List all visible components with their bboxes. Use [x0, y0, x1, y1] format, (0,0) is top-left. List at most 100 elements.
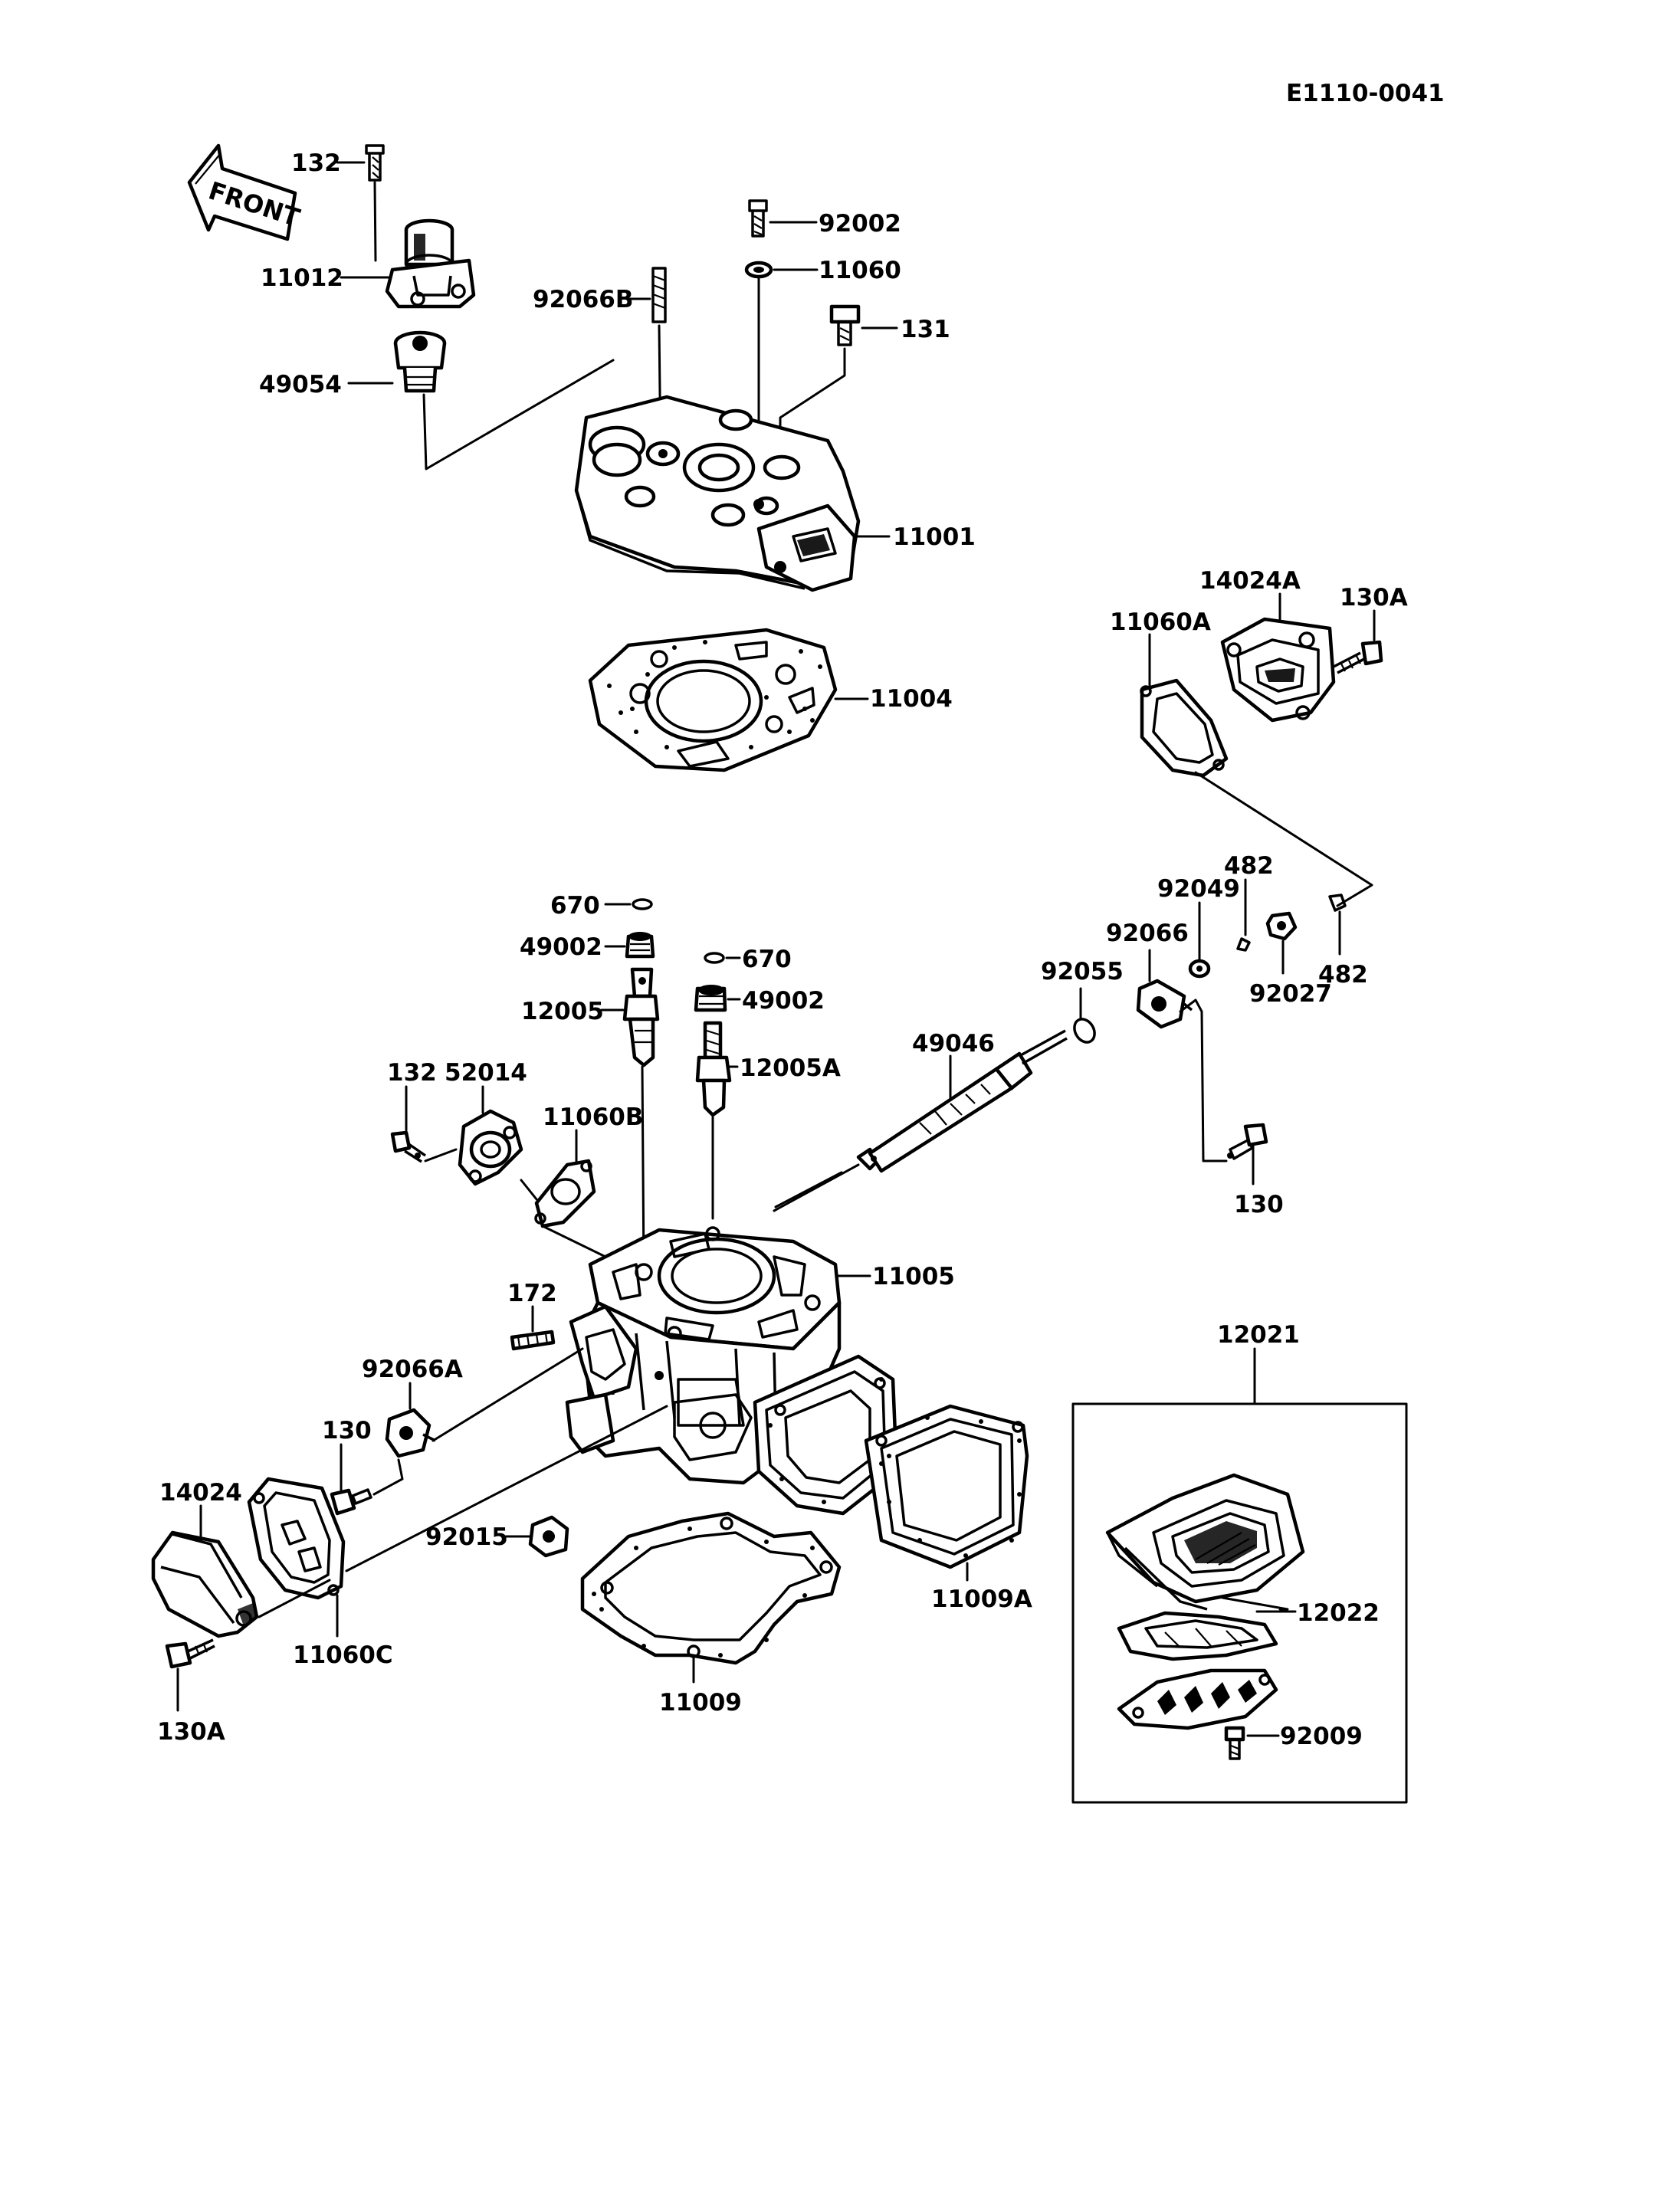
part-11001-cylinder-head — [574, 395, 861, 592]
bolt-130A-bottom — [165, 1638, 215, 1669]
label-12005A: 12005A — [740, 1054, 841, 1082]
bolt-132-mid — [390, 1130, 426, 1163]
label-11060C: 11060C — [293, 1641, 393, 1669]
part-12021-reed-block — [1105, 1473, 1305, 1611]
part-12022-reed-petals — [1117, 1611, 1278, 1661]
label-131: 131 — [901, 316, 950, 343]
part-92066A-fitting — [385, 1408, 436, 1458]
label-12022: 12022 — [1297, 1599, 1380, 1627]
leader-132-to-11012 — [373, 181, 377, 262]
pin-482-bottom — [1328, 894, 1347, 912]
leader-cylinder-rod — [774, 1171, 843, 1208]
label-670-right: 670 — [742, 946, 792, 973]
leader-11060C-to-cylinder — [345, 1405, 668, 1572]
leader-12022-a — [1221, 1596, 1289, 1611]
bolt-130-right — [1227, 1123, 1268, 1160]
label-12021: 12021 — [1217, 1321, 1300, 1349]
label-92066: 92066 — [1106, 920, 1189, 947]
leader-92066A-to-cylinder — [431, 1347, 584, 1442]
nut-92049 — [1188, 959, 1211, 979]
label-11012: 11012 — [261, 264, 343, 292]
label-14024A: 14024A — [1199, 567, 1301, 595]
stud-92066B — [651, 267, 667, 323]
label-92055: 92055 — [1041, 958, 1124, 985]
label-49002-right: 49002 — [742, 987, 825, 1015]
part-11009-base-gasket — [580, 1511, 842, 1665]
label-11060B: 11060B — [543, 1103, 643, 1131]
label-132-top: 132 — [291, 149, 341, 177]
valve-12005A — [695, 1021, 732, 1117]
label-92015: 92015 — [425, 1523, 508, 1551]
leader-52014-chain — [424, 1148, 607, 1258]
label-130-left: 130 — [322, 1417, 372, 1444]
label-92066B: 92066B — [533, 286, 633, 313]
bolt-132-top — [365, 144, 385, 182]
leader-49046-to-cylinder — [773, 1163, 860, 1212]
label-11009A: 11009A — [931, 1585, 1032, 1613]
part-11060B-gasket — [534, 1159, 596, 1228]
leader-92066-to-130 — [1179, 998, 1228, 1162]
part-49046-rod — [856, 1029, 1068, 1173]
leader-49054-to-head — [422, 359, 615, 471]
washer-11060 — [744, 261, 773, 279]
label-92066A: 92066A — [362, 1356, 463, 1383]
label-130-right: 130 — [1234, 1191, 1284, 1218]
bolt-92002 — [748, 199, 768, 238]
label-92009: 92009 — [1280, 1723, 1363, 1750]
label-670-left: 670 — [550, 892, 600, 920]
label-12005: 12005 — [521, 998, 604, 1025]
label-92049: 92049 — [1157, 875, 1240, 903]
leader-14024-chain — [258, 1579, 331, 1618]
leader-11060A-chain — [1194, 771, 1373, 907]
part-11004-head-gasket — [588, 628, 838, 772]
label-11004: 11004 — [870, 685, 953, 713]
label-11060A: 11060A — [1110, 608, 1211, 636]
oring-670-left — [632, 898, 653, 910]
oring-670-right — [704, 952, 725, 964]
label-92002: 92002 — [819, 210, 901, 238]
bolt-130-left — [330, 1488, 372, 1516]
part-49054-thermostat — [393, 330, 447, 393]
label-49054: 49054 — [259, 371, 342, 398]
cap-49002-right — [694, 985, 727, 1012]
part-11060A-gasket — [1140, 678, 1229, 778]
reed-valve-assembly-box — [1071, 1402, 1408, 1804]
front-arrow-icon: FRONT — [187, 143, 304, 241]
stud-172 — [510, 1330, 556, 1351]
label-11001: 11001 — [893, 523, 976, 551]
label-130A-bottom: 130A — [157, 1718, 225, 1746]
cap-49002-left — [625, 932, 655, 959]
label-132-mid: 132 — [387, 1059, 437, 1087]
part-14024-cover — [151, 1530, 259, 1638]
valve-12005 — [622, 967, 660, 1067]
nut-92027 — [1265, 911, 1298, 941]
label-52014: 52014 — [445, 1059, 527, 1087]
label-92027: 92027 — [1249, 980, 1332, 1008]
label-11009: 11009 — [659, 1689, 742, 1717]
label-49046: 49046 — [912, 1030, 995, 1058]
part-11012-water-outlet — [385, 218, 476, 309]
label-14024: 14024 — [159, 1479, 242, 1507]
oring-92055 — [1073, 1018, 1096, 1044]
leader-130-left-chain — [372, 1458, 404, 1496]
part-reed-stopper-plate — [1117, 1668, 1278, 1730]
pin-482-top — [1236, 937, 1251, 952]
part-52014-fitting — [458, 1109, 523, 1186]
label-172: 172 — [507, 1280, 557, 1307]
bolt-130A-top — [1333, 640, 1383, 674]
label-482-top: 482 — [1224, 852, 1274, 880]
label-11005: 11005 — [872, 1263, 955, 1290]
screw-92009 — [1224, 1726, 1245, 1760]
bolt-131 — [829, 304, 861, 346]
part-11009A-reed-gasket — [753, 1354, 1029, 1569]
label-49002-left: 49002 — [520, 933, 602, 961]
label-482-bottom: 482 — [1318, 961, 1368, 989]
label-11060: 11060 — [819, 257, 901, 284]
part-92066-fitting — [1136, 979, 1193, 1029]
part-14024A-cover — [1220, 617, 1336, 723]
label-130A-top: 130A — [1340, 584, 1408, 612]
part-11060C-gasket — [247, 1477, 346, 1600]
diagram-code: E1110-0041 — [1286, 80, 1445, 107]
